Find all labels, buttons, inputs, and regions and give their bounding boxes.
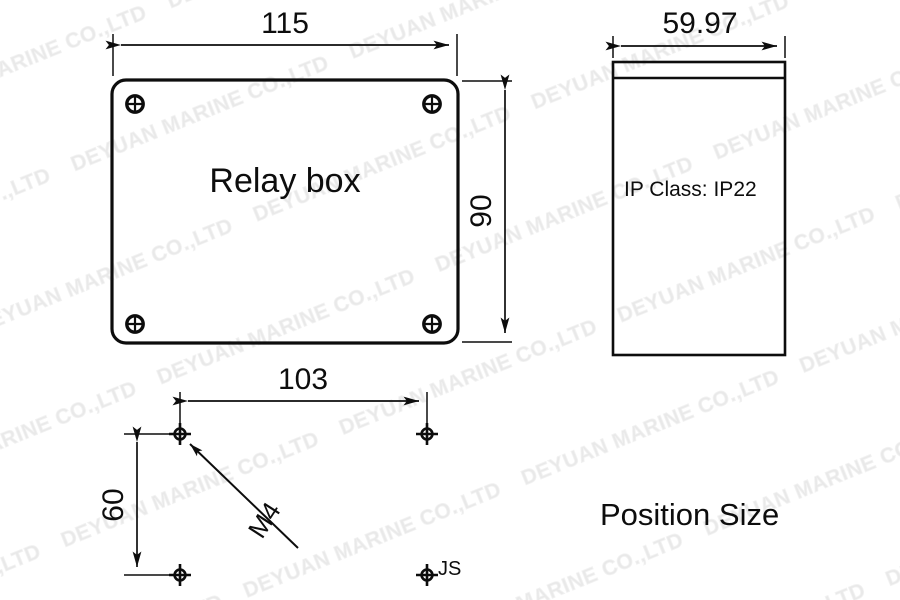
- screw-hole-icon: [422, 314, 442, 334]
- screw-hole-icon: [125, 314, 145, 334]
- watermark-text: DEYUAN MARINE CO.,LTD: [796, 253, 900, 378]
- position-horizontal-value: 103: [278, 363, 328, 396]
- side-view-group: 59.97 IP Class: IP22: [605, 7, 787, 357]
- watermark-text: DEYUAN MARINE CO.,LTD: [806, 0, 900, 2]
- watermark-text: DEYUAN MARINE CO.,LTD: [0, 164, 54, 289]
- m4-label: M4: [242, 497, 287, 544]
- front-height-dimension: 90: [462, 74, 512, 343]
- position-horizontal-dimension: 103: [172, 363, 428, 428]
- front-view-label: Relay box: [209, 162, 360, 200]
- screw-hole-icon: [125, 94, 145, 114]
- position-vertical-value: 60: [97, 488, 130, 521]
- front-view-outline: [110, 78, 460, 345]
- front-width-value: 115: [261, 7, 309, 40]
- watermark-text: DEYUAN MARINE CO.,LTD: [882, 466, 900, 591]
- position-vertical-dimension: 60: [97, 426, 174, 576]
- watermark-text: DEYUAN MARINE CO.,LTD: [0, 540, 44, 600]
- corner-note: JS: [438, 558, 461, 580]
- watermark-text: DEYUAN MARINE CO.,LTD: [710, 40, 900, 165]
- watermark-text: DEYUAN MARINE CO.,LTD: [518, 365, 783, 490]
- side-width-dimension: 59.97: [605, 7, 786, 58]
- watermark-text: DEYUAN MARINE CO.,LTD: [346, 0, 611, 64]
- watermark-text: DEYUAN MARINE CO.,LTD: [614, 202, 879, 327]
- front-height-value: 90: [465, 194, 498, 227]
- watermark-text: DEYUAN MARINE CO.,LTD: [422, 528, 687, 600]
- watermark-text: DEYUAN MARINE CO.,LTD: [528, 0, 793, 114]
- side-view-outline: [611, 60, 787, 357]
- front-width-dimension: 115: [105, 7, 458, 76]
- watermark-text: DEYUAN MARINE CO.,LTD: [336, 315, 601, 440]
- watermark-text: DEYUAN MARINE CO.,LTD: [68, 51, 333, 176]
- crosshair-marker-icon: [414, 562, 440, 588]
- screw-hole-icon: [422, 94, 442, 114]
- side-width-value: 59.97: [662, 7, 737, 40]
- watermark-text: DEYUAN MARINE CO.,LTD: [892, 90, 900, 215]
- watermark-text: DEYUAN MARINE CO.,LTD: [0, 214, 236, 339]
- front-view-group: 115 90 Relay box: [105, 7, 512, 345]
- watermark-text: DEYUAN MARINE CO.,LTD: [240, 478, 505, 600]
- watermark-text: DEYUAN MARINE CO.,LTD: [0, 590, 226, 600]
- ip-class-annotation: IP Class: IP22: [624, 178, 757, 201]
- position-view-caption: Position Size: [600, 497, 779, 532]
- watermark-text: DEYUAN MARINE CO.,LTD: [604, 579, 869, 600]
- watermark-text: DEYUAN MARINE CO.,LTD: [0, 377, 140, 502]
